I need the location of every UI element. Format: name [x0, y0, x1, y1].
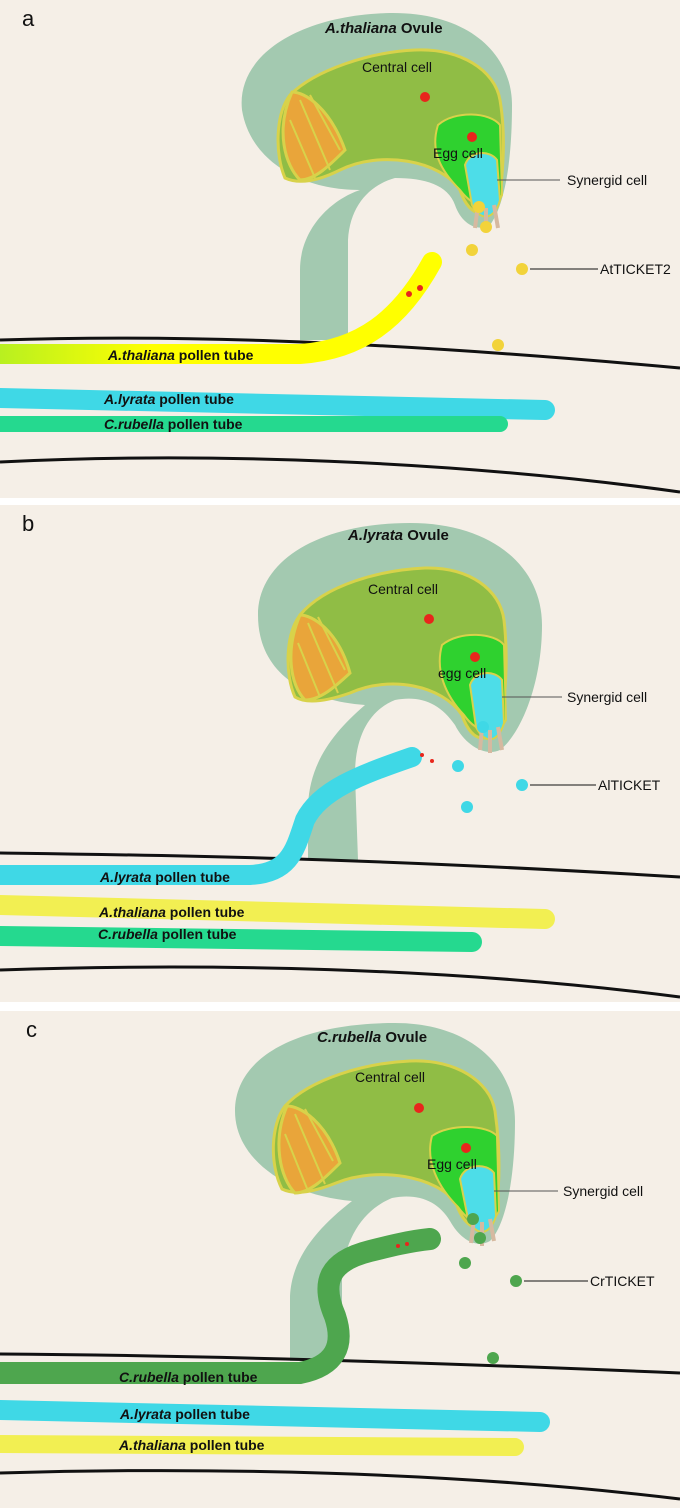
central-cell-label: Central cell [368, 581, 438, 597]
tube-label-3: C.rubella pollen tube [104, 416, 243, 432]
central-nucleus [424, 614, 434, 624]
peptide-dot [466, 244, 478, 256]
tube-label-2: A.lyrata pollen tube [103, 391, 234, 407]
antipodal-lines [284, 1108, 334, 1192]
panel-letter: a [22, 6, 35, 31]
peptide-dot [492, 339, 504, 351]
central-cell-label: Central cell [362, 59, 432, 75]
peptide-dot [510, 1275, 522, 1287]
septum-line-bottom [0, 456, 680, 494]
panel-letter: c [26, 1017, 37, 1042]
panel-letter: b [22, 511, 34, 536]
peptide-dot [480, 221, 492, 233]
peptide-label: AtTICKET2 [600, 261, 671, 277]
tube-label-1: A.lyrata pollen tube [99, 869, 230, 885]
pollen-tube-2 [0, 895, 555, 929]
central-nucleus [420, 92, 430, 102]
egg-cell-label: Egg cell [427, 1156, 477, 1172]
egg-nucleus [467, 132, 477, 142]
peptide-label: CrTICKET [590, 1273, 655, 1289]
peptide-dot [474, 1232, 486, 1244]
panel-a-diagram: a A.thaliana Ovule Central cell Egg cell… [0, 6, 680, 494]
septum-line-top [0, 336, 680, 370]
peptide-dot [487, 1352, 499, 1364]
peptide-dot [467, 1213, 479, 1225]
panel-b-diagram: b A.lyrata Ovule Central cell egg cell S… [0, 511, 680, 999]
synergid-label: Synergid cell [567, 689, 647, 705]
egg-nucleus [470, 652, 480, 662]
peptide-dot [461, 801, 473, 813]
panel-c-diagram: c C.rubella Ovule Central cell Egg cell … [0, 1017, 680, 1501]
pollen-tube-1 [0, 747, 422, 885]
ovule-label: A.thaliana Ovule [324, 20, 443, 37]
central-cell-label: Central cell [355, 1069, 425, 1085]
peptide-dot [516, 263, 528, 275]
pollen-tube-3 [0, 926, 482, 952]
septum-line-top [0, 1352, 680, 1375]
sperm-nucleus [430, 759, 434, 763]
pollen-tube-3 [0, 1435, 524, 1456]
peptide-dot [452, 760, 464, 772]
peptide-dot [516, 779, 528, 791]
peptide-dot [459, 1257, 471, 1269]
pollen-tube-1 [0, 1228, 441, 1384]
synergid-label: Synergid cell [563, 1183, 643, 1199]
ovule-label: A.lyrata Ovule [347, 527, 449, 544]
sperm-nucleus [406, 291, 412, 297]
sperm-nucleus [420, 753, 424, 757]
panel-b: b A.lyrata Ovule Central cell egg cell S… [0, 505, 680, 1002]
tube-label-1: A.thaliana pollen tube [107, 347, 254, 363]
sperm-nucleus [396, 1244, 400, 1248]
egg-cell-label: Egg cell [433, 145, 483, 161]
panel-a: a A.thaliana Ovule Central cell Egg cell… [0, 0, 680, 498]
antipodal-lines [297, 616, 346, 698]
sperm-nucleus [417, 285, 423, 291]
egg-nucleus [461, 1143, 471, 1153]
central-nucleus [414, 1103, 424, 1113]
ovule-label: C.rubella Ovule [317, 1029, 427, 1046]
sperm-nucleus [405, 1242, 409, 1246]
egg-cell-label: egg cell [438, 665, 486, 681]
tube-label-3: C.rubella pollen tube [98, 926, 237, 942]
septum-line-top [0, 851, 680, 879]
septum-line-bottom [0, 965, 680, 999]
tube-label-2: A.thaliana pollen tube [98, 904, 245, 920]
antipodal-lines [289, 94, 341, 179]
pollen-tube-2 [0, 1400, 550, 1432]
septum-line-bottom [0, 1469, 680, 1501]
peptide-dot [473, 201, 485, 213]
pollen-tube-2 [0, 388, 555, 420]
panel-c: c C.rubella Ovule Central cell Egg cell … [0, 1011, 680, 1508]
peptide-label: AlTICKET [598, 777, 661, 793]
pollen-tube-1 [0, 252, 442, 364]
tube-label-2: A.lyrata pollen tube [119, 1406, 250, 1422]
synergid-label: Synergid cell [567, 172, 647, 188]
tube-label-1: C.rubella pollen tube [119, 1369, 258, 1385]
tube-label-3: A.thaliana pollen tube [118, 1437, 265, 1453]
peptide-dot [477, 721, 489, 733]
